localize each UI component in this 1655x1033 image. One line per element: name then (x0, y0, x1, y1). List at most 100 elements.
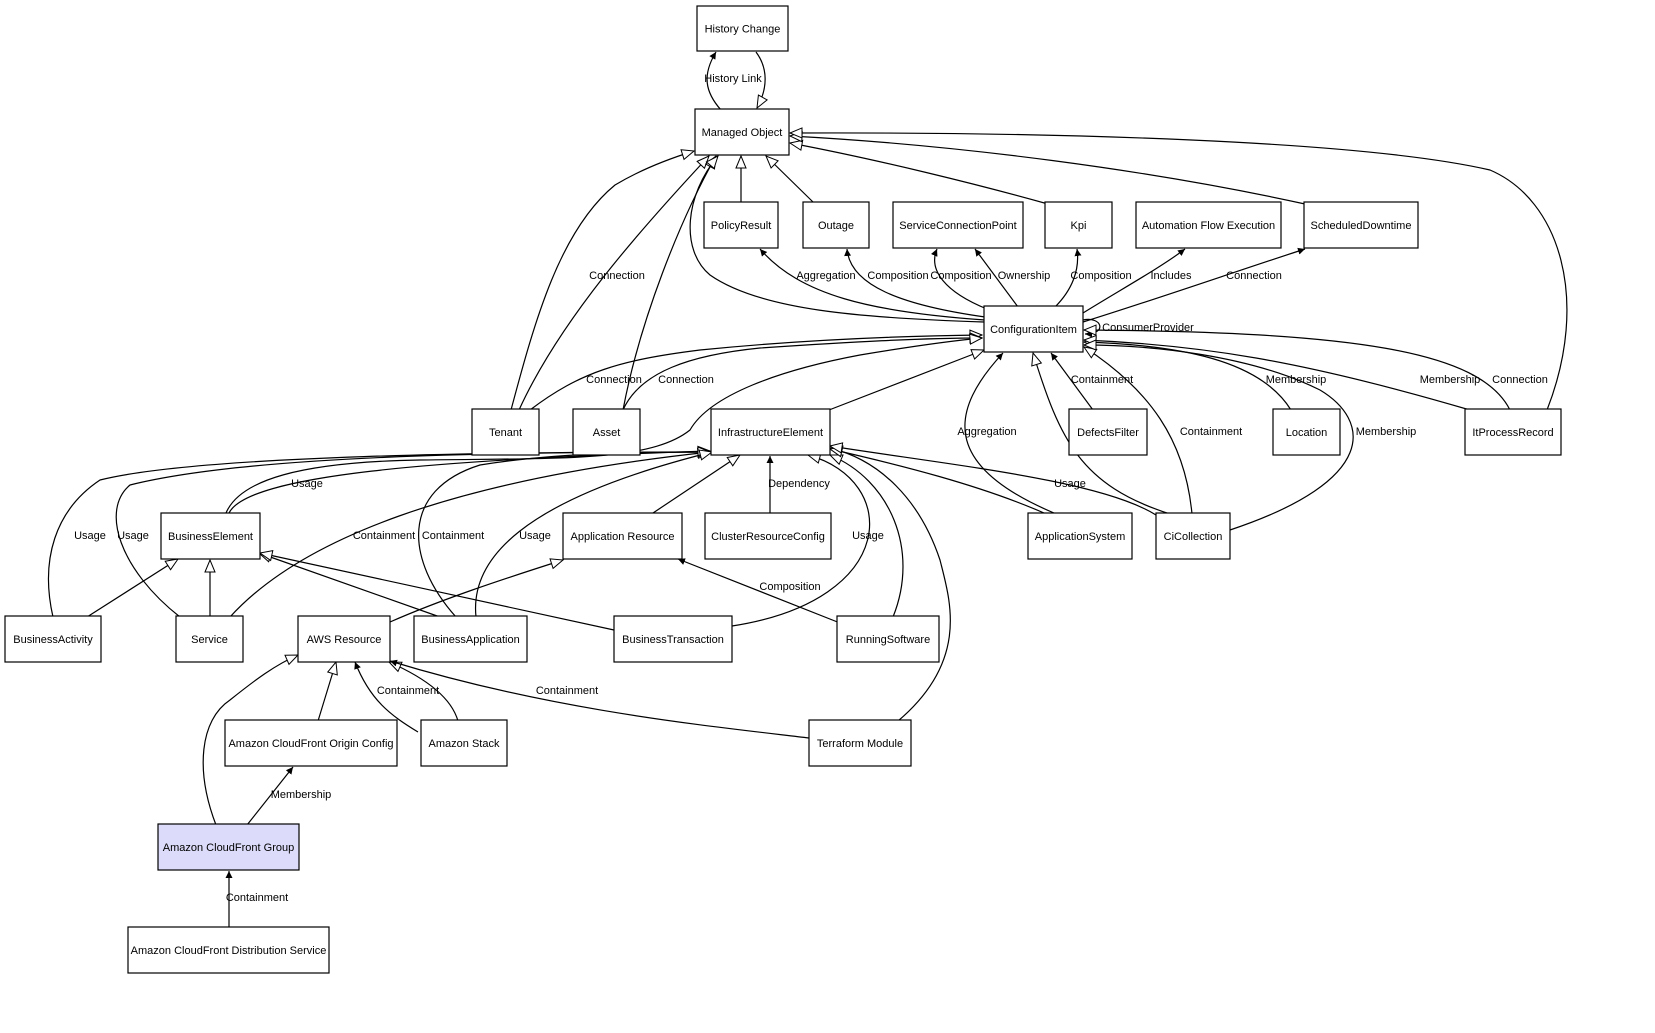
edge-label: Containment (353, 530, 415, 542)
node-be[interactable]: BusinessElement (160, 512, 261, 560)
node-scp[interactable]: ServiceConnectionPoint (892, 201, 1024, 249)
edge-outage-managed (766, 156, 814, 203)
node-label: Automation Flow Execution (1142, 220, 1275, 232)
edge-service-infra-usage (115, 452, 710, 618)
edge-asset-managed (622, 156, 716, 411)
edge-label: History Link (704, 73, 762, 85)
node-tenant[interactable]: Tenant (471, 408, 540, 456)
node-bt[interactable]: BusinessTransaction (613, 615, 733, 663)
edge-history-link-out (706, 51, 722, 111)
node-ba[interactable]: BusinessActivity (4, 615, 102, 663)
node-tf[interactable]: Terraform Module (808, 719, 912, 767)
node-cfg[interactable]: Amazon CloudFront Group (157, 823, 300, 871)
node-asset[interactable]: Asset (572, 408, 641, 456)
node-cfoc[interactable]: Amazon CloudFront Origin Config (224, 719, 398, 767)
node-sched[interactable]: ScheduledDowntime (1303, 201, 1419, 249)
node-stack[interactable]: Amazon Stack (420, 719, 508, 767)
node-location[interactable]: Location (1272, 408, 1341, 456)
edge-bapp-infra (418, 452, 710, 618)
edge-label: Composition (867, 270, 928, 282)
edge-tenant-managed-connection (518, 156, 709, 411)
edge-bapp-infra-usage (474, 452, 712, 618)
edge-ci-kpi (1054, 248, 1082, 308)
edge-service-infra-containment (229, 452, 710, 618)
node-bapp[interactable]: BusinessApplication (413, 615, 528, 663)
node-appsys[interactable]: ApplicationSystem (1027, 512, 1133, 560)
edge-cicoll-ci-containment (1084, 347, 1193, 515)
node-itpr[interactable]: ItProcessRecord (1464, 408, 1562, 456)
edge-itpr-managed (790, 133, 1568, 411)
edge-bt-infra (731, 455, 870, 627)
node-crc[interactable]: ClusterResourceConfig (704, 512, 832, 560)
edge-label: Containment (1180, 426, 1242, 438)
node-label: Amazon CloudFront Origin Config (228, 738, 393, 750)
node-service[interactable]: Service (175, 615, 244, 663)
edge-label: Membership (1420, 374, 1481, 386)
node-label: Application Resource (571, 531, 675, 543)
node-label: RunningSoftware (846, 634, 930, 646)
edge-itpr-ci (1084, 330, 1511, 411)
node-label: BusinessActivity (13, 634, 93, 646)
edge-label: Dependency (768, 478, 830, 490)
edge-ci-scp (931, 248, 988, 310)
node-label: DefectsFilter (1077, 427, 1139, 439)
edge-stack-aws (354, 661, 419, 733)
edge-tf-aws (389, 659, 810, 739)
edge-be-ci (225, 338, 982, 514)
node-label: ItProcessRecord (1472, 427, 1553, 439)
node-appres[interactable]: Application Resource (562, 512, 683, 560)
edge-asset-ci (622, 338, 982, 411)
edge-label: Composition (759, 581, 820, 593)
node-ci[interactable]: ConfigurationItem (983, 305, 1084, 353)
node-cfds[interactable]: Amazon CloudFront Distribution Service (127, 926, 330, 974)
edge-label: Connection (1226, 270, 1282, 282)
node-label: BusinessApplication (421, 634, 519, 646)
node-history[interactable]: History Change (696, 5, 789, 52)
edge-location-ci (1084, 342, 1292, 411)
edge-label: Usage (519, 530, 551, 542)
edge-appres-infra (652, 455, 740, 514)
node-defects[interactable]: DefectsFilter (1068, 408, 1148, 456)
edge-rs-appres (677, 558, 841, 624)
edge-bt-be (260, 553, 615, 631)
edge-label: Usage (852, 530, 884, 542)
edge-ba-be (86, 559, 178, 618)
edge-label: Composition (1070, 270, 1131, 282)
edge-label: Ownership (998, 270, 1051, 282)
edge-label: Connection (589, 270, 645, 282)
node-infra[interactable]: InfrastructureElement (710, 408, 831, 456)
edge-label: Usage (117, 530, 149, 542)
node-outage[interactable]: Outage (802, 201, 870, 249)
node-label: Service (191, 634, 228, 646)
node-kpi[interactable]: Kpi (1044, 201, 1113, 249)
edge-sched-managed (790, 136, 1306, 205)
edge-label: Membership (1356, 426, 1417, 438)
node-afe[interactable]: Automation Flow Execution (1135, 201, 1282, 249)
edge-history-link-in (755, 51, 765, 108)
edge-label: Membership (271, 789, 332, 801)
edge-label: Containment (536, 685, 598, 697)
edge-label: Connection (658, 374, 714, 386)
edge-label: Containment (377, 685, 439, 697)
node-managed[interactable]: Managed Object (694, 108, 790, 156)
node-cicoll[interactable]: CiCollection (1155, 512, 1231, 560)
edge-ci-policy (759, 248, 986, 321)
edge-tf-infra (830, 448, 951, 722)
node-policy[interactable]: PolicyResult (703, 201, 779, 249)
edge-ci-afe (1082, 248, 1186, 314)
node-label: ClusterResourceConfig (711, 531, 825, 543)
edge-ci-outage (844, 248, 986, 318)
node-rs[interactable]: RunningSoftware (836, 615, 940, 663)
node-label: History Change (705, 24, 781, 36)
edge-label: Usage (74, 530, 106, 542)
edge-ci-managed (689, 156, 985, 323)
node-aws[interactable]: AWS Resource (297, 615, 391, 663)
edge-label: Composition (930, 270, 991, 282)
node-label: Outage (818, 220, 854, 232)
edge-appsys-infra (830, 449, 1045, 514)
edge-tenant-ci (529, 335, 982, 411)
edge-kpi-managed (790, 143, 1049, 205)
